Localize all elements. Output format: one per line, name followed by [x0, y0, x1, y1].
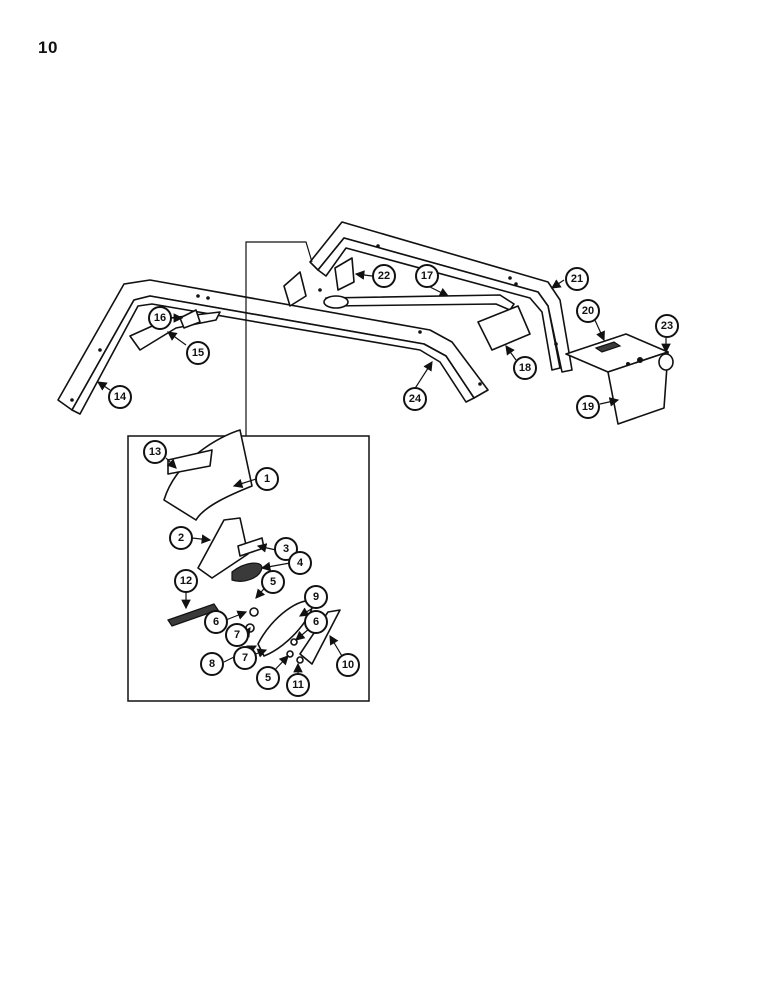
svg-text:5: 5 [270, 576, 276, 588]
svg-text:3: 3 [283, 543, 289, 555]
svg-text:11: 11 [292, 679, 304, 691]
svg-text:1: 1 [264, 473, 270, 485]
callout-6: 6 [204, 610, 228, 634]
callout-7: 7 [225, 623, 249, 647]
callout-1: 1 [255, 467, 279, 491]
cap [658, 353, 674, 371]
rear-fender-frame [309, 221, 573, 373]
svg-text:13: 13 [149, 446, 161, 458]
svg-text:20: 20 [582, 305, 594, 317]
svg-text:19: 19 [582, 401, 594, 413]
callout-4: 4 [288, 551, 312, 575]
callout-10: 10 [336, 653, 360, 677]
callout-13: 13 [143, 440, 167, 464]
callout-5: 5 [261, 570, 285, 594]
svg-text:16: 16 [154, 312, 166, 324]
inset-lamp-assembly [163, 429, 341, 665]
inset-connector-line [245, 241, 313, 436]
callout-12: 12 [174, 569, 198, 593]
svg-text:24: 24 [409, 393, 422, 405]
callout-6-right: 6 [304, 610, 328, 634]
svg-text:21: 21 [571, 273, 583, 285]
svg-text:22: 22 [378, 270, 390, 282]
svg-text:12: 12 [180, 575, 192, 587]
callout-20: 20 [576, 299, 600, 323]
callout-18: 18 [513, 356, 537, 380]
svg-text:5: 5 [265, 672, 271, 684]
svg-text:23: 23 [661, 320, 673, 332]
callout-11: 11 [286, 673, 310, 697]
svg-text:8: 8 [209, 658, 215, 670]
front-fender [57, 279, 489, 415]
callout-22: 22 [372, 264, 396, 288]
callout-23: 23 [655, 314, 679, 338]
callout-7-lower: 7 [233, 646, 257, 670]
svg-text:4: 4 [297, 557, 304, 569]
svg-text:6: 6 [313, 616, 319, 628]
callout-15: 15 [186, 341, 210, 365]
callout-3: 3 [274, 537, 298, 561]
brace [323, 294, 515, 311]
callout-5-lower: 5 [256, 666, 280, 690]
page-number: 10 [38, 38, 58, 57]
svg-text:2: 2 [178, 532, 184, 544]
callout-14: 14 [108, 385, 132, 409]
callout-19: 19 [576, 395, 600, 419]
svg-text:14: 14 [114, 391, 127, 403]
callout-8: 8 [200, 652, 224, 676]
callout-24: 24 [403, 387, 427, 411]
callout-2: 2 [169, 526, 193, 550]
svg-text:18: 18 [519, 362, 531, 374]
callout-16: 16 [148, 306, 172, 330]
svg-text:10: 10 [342, 659, 354, 671]
svg-text:9: 9 [313, 591, 319, 603]
svg-text:7: 7 [242, 652, 248, 664]
svg-text:7: 7 [234, 629, 240, 641]
svg-text:15: 15 [192, 347, 204, 359]
mounting-plate [477, 305, 531, 351]
inset-frame [127, 435, 370, 702]
small-bracket [334, 257, 355, 291]
callout-9: 9 [304, 585, 328, 609]
svg-text:17: 17 [421, 270, 433, 282]
leader-lines [97, 270, 671, 407]
callout-17: 17 [415, 264, 439, 288]
callout-21: 21 [565, 267, 589, 291]
svg-text:6: 6 [213, 616, 219, 628]
